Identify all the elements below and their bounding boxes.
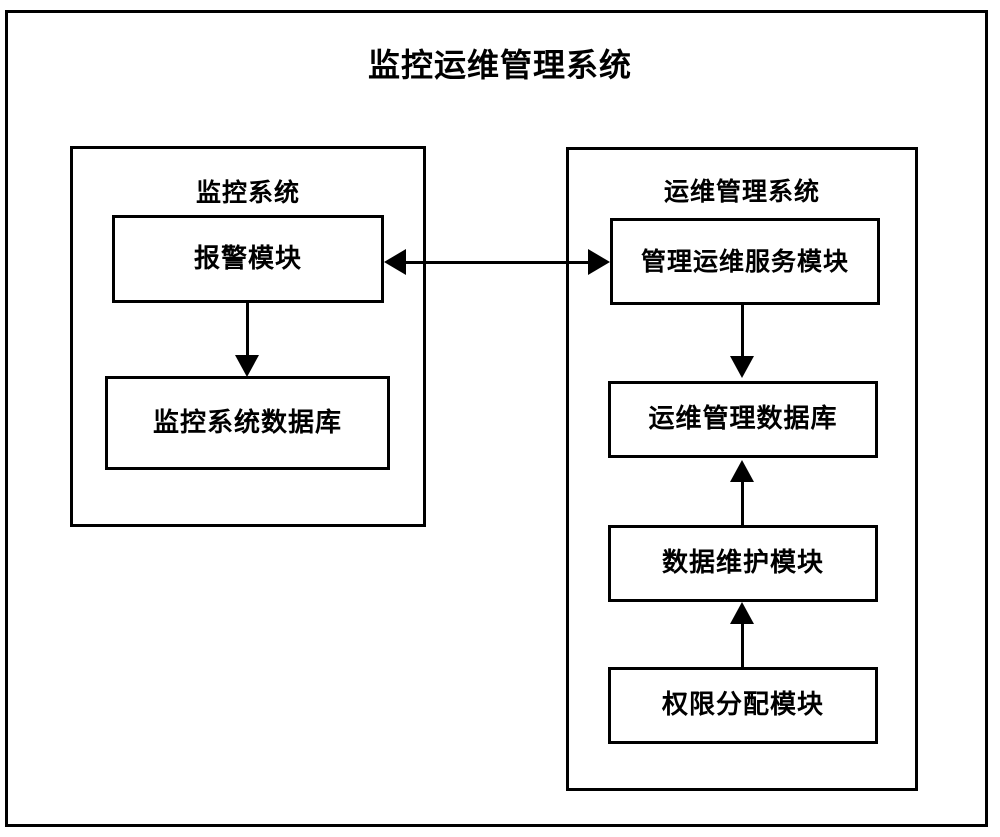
box-ops-management-database[interactable]: 运维管理数据库 [608,381,878,458]
box-label-ops-management-database: 运维管理数据库 [648,404,838,435]
box-label-permission-allocation-module: 权限分配模块 [661,690,824,721]
connector-data-maintenance-to-ops-db-line [741,482,744,527]
box-data-maintenance-module[interactable]: 数据维护模块 [608,525,878,602]
panel-title-monitor-system: 监控系统 [195,178,300,207]
arrow-down-icon-ops-service-to-ops-db [730,356,754,378]
box-label-monitor-system-database: 监控系统数据库 [152,407,342,438]
box-label-data-maintenance-module: 数据维护模块 [661,548,824,579]
box-alarm-module[interactable]: 报警模块 [112,215,384,303]
page-title: 监控运维管理系统 [367,46,632,84]
arrow-up-icon-permission-to-data-maintenance [730,602,754,624]
connector-alarm-to-monitor-db-line [246,303,249,363]
box-label-alarm-module: 报警模块 [193,243,302,274]
arrow-down-icon-alarm-to-monitor-db [235,355,259,377]
connector-permission-to-data-maintenance-line [741,624,744,669]
connector-ops-service-to-ops-db-line [741,305,744,363]
box-label-ops-service-module: 管理运维服务模块 [640,246,849,276]
arrow-right-icon-to-ops-service-module [588,249,610,275]
box-monitor-system-database[interactable]: 监控系统数据库 [105,376,390,470]
panel-title-ops-management-system: 运维管理系统 [663,177,820,206]
connector-alarm-to-ops-service-line [404,261,590,264]
arrow-up-icon-data-maintenance-to-ops-db [730,460,754,482]
arrow-left-icon-to-alarm-module [384,249,406,275]
box-ops-service-module[interactable]: 管理运维服务模块 [610,218,880,305]
box-permission-allocation-module[interactable]: 权限分配模块 [608,667,878,744]
